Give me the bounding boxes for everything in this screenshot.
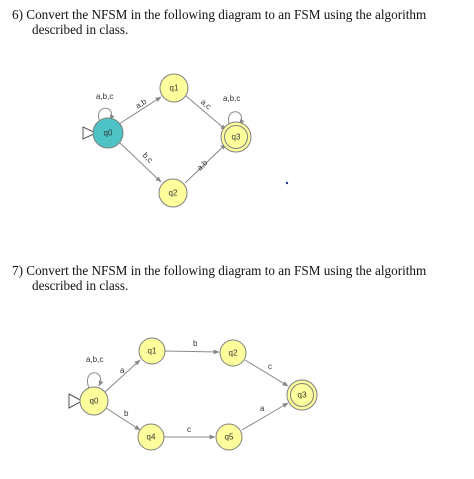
diagram-7-edge-q0-q1	[104, 359, 141, 393]
diagram-6-edge-q0-q0	[97, 107, 115, 123]
diagram-6-node-q0: q0	[92, 117, 124, 149]
diagram-7-node-q2: q2	[219, 339, 247, 367]
diagram-7-node-q3-inner-ring	[290, 383, 314, 407]
diagram-6-node-q1-circle	[159, 73, 189, 103]
diagram-7-node-q5: q5	[215, 423, 243, 451]
question-7-line-2: described in class.	[32, 278, 129, 293]
diagram-7-node-q4-label: q4	[147, 433, 156, 442]
diagram-6-edge-q2-q3	[184, 143, 227, 184]
question-6-line-2: described in class.	[32, 22, 129, 37]
diagram-7-node-q4: q4	[137, 423, 165, 451]
diagram-7-edge-q2-q3	[244, 359, 289, 387]
question-7-line-1: 7) Convert the NFSM in the following dia…	[12, 263, 427, 278]
diagram-7-edge-q5-q3	[241, 402, 289, 431]
diagram-7-edge-label-q5-q3: a	[260, 404, 265, 413]
diagram-7-node-q0: q0	[79, 386, 109, 416]
diagram-7-node-q4-circle	[137, 423, 165, 451]
diagram-6-node-q0-label: q0	[104, 129, 113, 138]
diagram-6-edge-q1-q3	[185, 95, 227, 131]
diagram-7-node-q5-label: q5	[225, 433, 234, 442]
diagram-7-node-q1-circle	[138, 337, 166, 365]
diagram-6-node-q2-circle	[158, 178, 188, 208]
diagram-6-edge-q0-q2	[118, 141, 162, 183]
diagram-6-node-q2: q2	[158, 178, 188, 208]
diagram-7-start-arrow	[68, 393, 84, 409]
diagram-7-node-q1: q1	[138, 337, 166, 365]
diagram-6-edge-label-q0-q0: a,b,c	[96, 92, 113, 101]
diagram-7-edge-label-q4-q5: c	[187, 425, 191, 434]
diagram-6-node-q2-label: q2	[169, 189, 178, 198]
diagram-7-node-q0-label: q0	[90, 397, 99, 406]
diagram-7-edge-label-q2-q3: c	[268, 362, 272, 371]
diagram-6-node-q1-label: q1	[170, 84, 179, 93]
diagram-6-node-q3-inner-ring	[224, 125, 248, 149]
diagram-7-edge-label-q1-q2: b	[193, 339, 198, 348]
diagram-6-edge-q3-q3	[228, 111, 245, 128]
diagram-7-node-q0-circle	[79, 386, 109, 416]
diagram-7-node-q2-label: q2	[229, 349, 238, 358]
diagram-6-edge-label-q2-q3: a,b	[195, 158, 210, 173]
diagram-7-edge-label-q0-q1: a	[120, 366, 125, 375]
stray-dot	[285, 181, 289, 185]
diagram-7-edge-q0-q4	[105, 407, 141, 431]
diagram-6-start-arrow	[82, 126, 98, 140]
diagram-7-node-q3: q3	[286, 379, 318, 411]
diagram-6-edge-label-q0-q2: b,c	[141, 151, 155, 165]
diagram-6-node-q3-label: q3	[232, 133, 241, 142]
question-6-text: 6) Convert the NFSM in the following dia…	[12, 7, 467, 37]
diagram-7-node-q5-circle	[215, 423, 243, 451]
question-7-text: 7) Convert the NFSM in the following dia…	[12, 263, 467, 293]
diagram-6: a,b,c a,b b,c a,c a,b a,b,c q0 q1 q2 q3	[82, 73, 289, 208]
diagram-7-edge-label-q0-q4: b	[124, 409, 129, 418]
diagram-7: a,b,c a b b c c a q0 q1 q2 q3 q4	[68, 337, 318, 451]
diagram-6-node-q3: q3	[220, 121, 252, 153]
diagram-7-edge-q0-q0	[87, 372, 104, 389]
diagram-7-node-q3-label: q3	[298, 391, 307, 400]
diagram-7-edge-label-q0-q0: a,b,c	[86, 355, 103, 364]
diagram-6-node-q1: q1	[159, 73, 189, 103]
diagram-6-edge-q0-q1	[118, 96, 162, 125]
diagram-6-edge-label-q3-q3: a,b,c	[223, 94, 240, 103]
diagram-7-node-q1-label: q1	[148, 347, 157, 356]
diagram-7-node-q2-circle	[219, 339, 247, 367]
diagram-6-node-q0-circle	[92, 117, 124, 149]
question-6-line-1: 6) Convert the NFSM in the following dia…	[12, 7, 427, 22]
diagram-6-edge-label-q0-q1: a,b	[134, 97, 149, 111]
diagram-7-edge-q1-q2	[164, 349, 220, 355]
